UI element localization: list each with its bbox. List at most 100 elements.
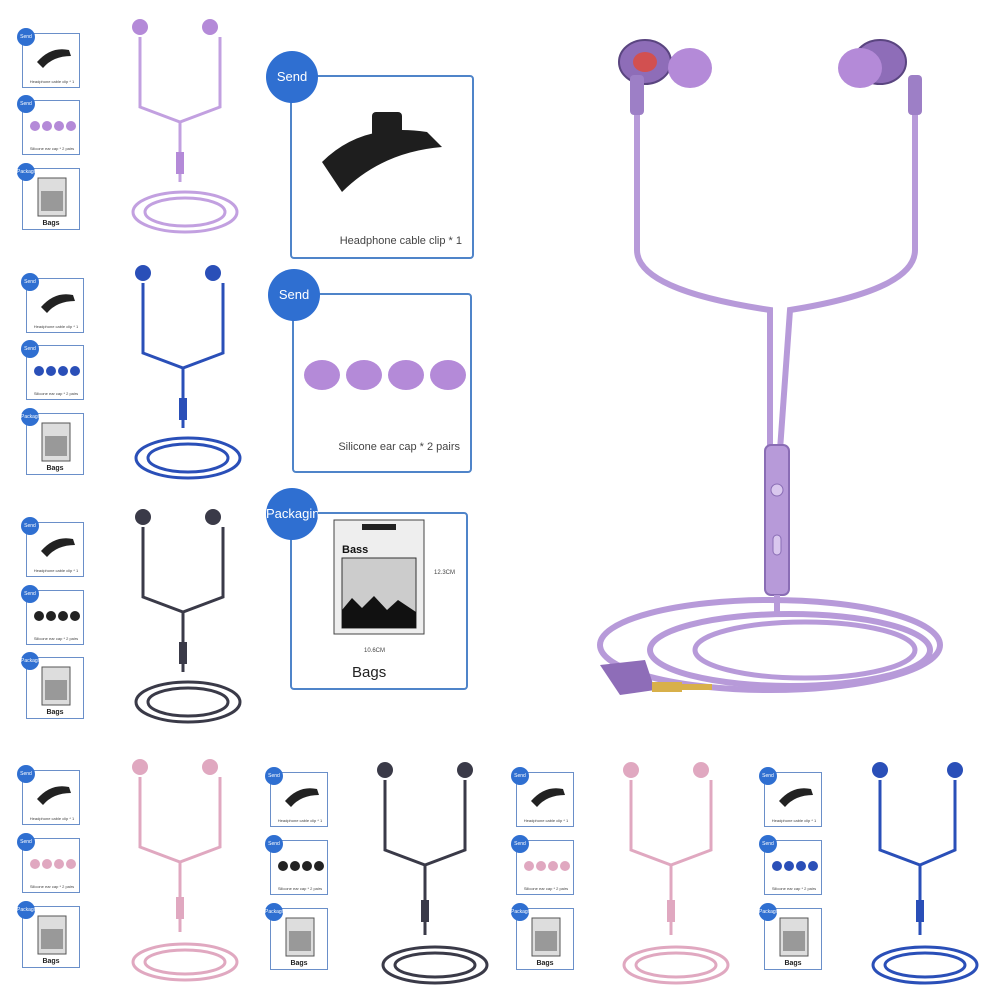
cable-clip-icon [37, 786, 71, 805]
packaging-badge: Packaging [17, 901, 35, 919]
caps-caption: Silicone ear cap * 2 pairs [771, 886, 817, 891]
clip-caption: Headphone cable clip * 1 [339, 235, 462, 247]
clip-caption: Headphone cable clip * 1 [29, 79, 75, 84]
ear-caps-icon [524, 861, 570, 871]
bags-label: Bags [42, 958, 60, 965]
send-badge: Send [759, 767, 777, 785]
ear-caps-icon [34, 611, 80, 621]
mini-caps-card: Send Silicone ear cap * 2 pairs [21, 585, 84, 645]
purple-earphones-image [131, 19, 239, 234]
send-badge: Send [17, 28, 35, 46]
mini-caps-card: Send Silicone ear cap * 2 pairs [511, 835, 574, 895]
cable-clip-icon [531, 788, 565, 807]
mini-clip-card: Send Headphone cable clip * 1 [17, 28, 80, 88]
caps-caption: Silicone ear cap * 2 pairs [33, 391, 79, 396]
mini-bag-card: Packaging Bags [21, 652, 84, 719]
mini-caps-card: Send Silicone ear cap * 2 pairs [759, 835, 822, 895]
clip-caption: Headphone cable clip * 1 [29, 816, 75, 821]
packaging-badge: Packaging [265, 903, 283, 921]
bags-label: Bags [46, 709, 64, 716]
caps-caption: Silicone ear cap * 2 pairs [277, 886, 323, 891]
caps-caption: Silicone ear cap * 2 pairs [33, 636, 79, 641]
caps-caption: Silicone ear cap * 2 pairs [29, 146, 75, 151]
ear-caps-card: Send Silicone ear cap * 2 pairs [268, 269, 472, 473]
width-dimension: 10.6CM [364, 648, 386, 654]
bags-label: Bags [290, 960, 308, 967]
package-bag-icon [37, 177, 67, 217]
clip-caption: Headphone cable clip * 1 [277, 818, 323, 823]
packaging-badge: Packaging [511, 903, 529, 921]
mini-caps-card: Send Silicone ear cap * 2 pairs [265, 835, 328, 895]
package-bag-icon [37, 915, 67, 955]
mini-clip-card: Send Headphone cable clip * 1 [21, 273, 84, 333]
send-badge: Send [759, 835, 777, 853]
send-badge: Send [268, 269, 320, 321]
packaging-card: Packagin Bass 12.3CM 10.6CM Bags [266, 488, 468, 690]
package-bag-icon [41, 666, 71, 706]
caps-caption: Silicone ear cap * 2 pairs [29, 884, 75, 889]
package-bag-icon [41, 422, 71, 462]
send-badge: Send [266, 51, 318, 103]
ear-caps-icon [772, 861, 818, 871]
send-badge: Send [21, 273, 39, 291]
send-badge: Send [17, 833, 35, 851]
cable-clip-icon [779, 788, 813, 807]
cable-clip-card: Send Headphone cable clip * 1 [266, 51, 474, 259]
mini-bag-card: Packaging Bags [759, 903, 822, 970]
bags-label: Bags [352, 664, 387, 681]
mini-bag-card: Packaging Bags [265, 903, 328, 970]
package-bag-icon [531, 917, 561, 957]
bags-label: Bags [42, 220, 60, 227]
cable-clip-icon [41, 294, 75, 313]
send-badge: Send [265, 835, 283, 853]
mini-bag-card: Packaging Bags [17, 163, 80, 230]
black-earphones-image [377, 762, 489, 985]
height-dimension: 12.3CM [434, 570, 456, 576]
ear-caps-icon [34, 366, 80, 376]
ear-caps-icon [304, 360, 466, 390]
send-badge: Send [21, 517, 39, 535]
bags-label: Bags [536, 960, 554, 967]
package-bag-icon [333, 519, 425, 635]
mini-caps-card: Send Silicone ear cap * 2 pairs [17, 833, 80, 893]
clip-caption: Headphone cable clip * 1 [33, 324, 79, 329]
mini-caps-card: Send Silicone ear cap * 2 pairs [21, 340, 84, 400]
blue-earphones-image [134, 265, 242, 480]
send-badge: Send [17, 95, 35, 113]
clip-caption: Headphone cable clip * 1 [33, 568, 79, 573]
ear-caps-icon [30, 121, 76, 131]
mini-clip-card: Send Headphone cable clip * 1 [17, 765, 80, 825]
packaging-badge: Packagin [266, 488, 318, 540]
package-bag-icon [285, 917, 315, 957]
blue-earphones-image [871, 762, 979, 985]
packaging-badge: Packaging [759, 903, 777, 921]
ear-caps-icon [30, 859, 76, 869]
clip-caption: Headphone cable clip * 1 [523, 818, 569, 823]
send-badge: Send [511, 767, 529, 785]
send-badge: Send [511, 835, 529, 853]
clip-caption: Headphone cable clip * 1 [771, 818, 817, 823]
cable-clip-icon [285, 788, 319, 807]
mini-clip-card: Send Headphone cable clip * 1 [759, 767, 822, 827]
mini-bag-card: Packaging Bags [511, 903, 574, 970]
bass-label: Bass [342, 544, 369, 556]
cable-clip-icon [322, 112, 442, 192]
cable-clip-icon [37, 49, 71, 68]
mini-bag-card: Packaging Bags [21, 408, 84, 475]
mini-clip-card: Send Headphone cable clip * 1 [21, 517, 84, 577]
send-badge: Send [21, 585, 39, 603]
send-badge: Send [21, 340, 39, 358]
mini-clip-card: Send Headphone cable clip * 1 [265, 767, 328, 827]
caps-caption: Silicone ear cap * 2 pairs [338, 441, 460, 453]
send-badge: Send [265, 767, 283, 785]
mini-bag-card: Packaging Bags [17, 901, 80, 968]
packaging-badge: Packaging [21, 408, 39, 426]
packaging-badge: Packaging [21, 652, 39, 670]
bags-label: Bags [46, 465, 64, 472]
package-bag-icon [779, 917, 809, 957]
mini-clip-card: Send Headphone cable clip * 1 [511, 767, 574, 827]
main-purple-earphones-image [597, 39, 943, 695]
packaging-badge: Packaging [17, 163, 35, 181]
bags-label: Bags [784, 960, 802, 967]
cable-clip-icon [41, 538, 75, 557]
